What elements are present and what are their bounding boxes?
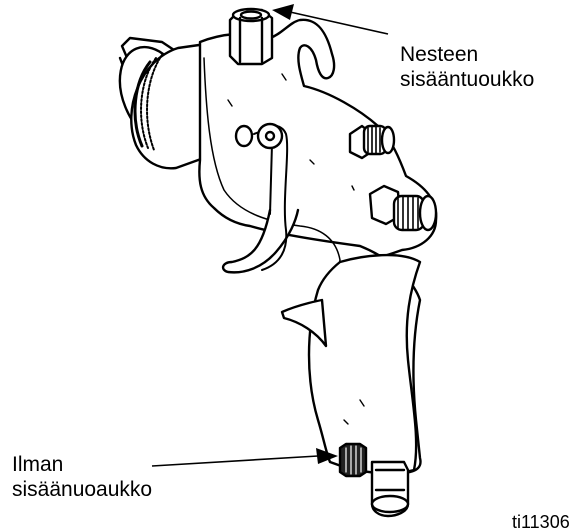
handle <box>309 255 420 473</box>
handle-hook <box>282 300 326 346</box>
air-inlet-leader <box>152 448 338 466</box>
air-inlet-label: Ilman sisäänuoaukko <box>12 452 152 502</box>
air-inlet-label-line1: Ilman <box>12 452 152 477</box>
figure-id: ti11306 <box>512 512 570 532</box>
fluid-inlet-label: Nesteen sisääntuoukko <box>400 42 534 92</box>
fluid-inlet-label-line2: sisääntuoukko <box>400 67 534 92</box>
fan-adjust-knob <box>350 126 394 158</box>
fluid-inlet-label-line1: Nesteen <box>400 42 534 67</box>
air-inlet-label-line2: sisäänuoaukko <box>12 477 152 502</box>
fluid-inlet-fitting <box>230 9 272 64</box>
